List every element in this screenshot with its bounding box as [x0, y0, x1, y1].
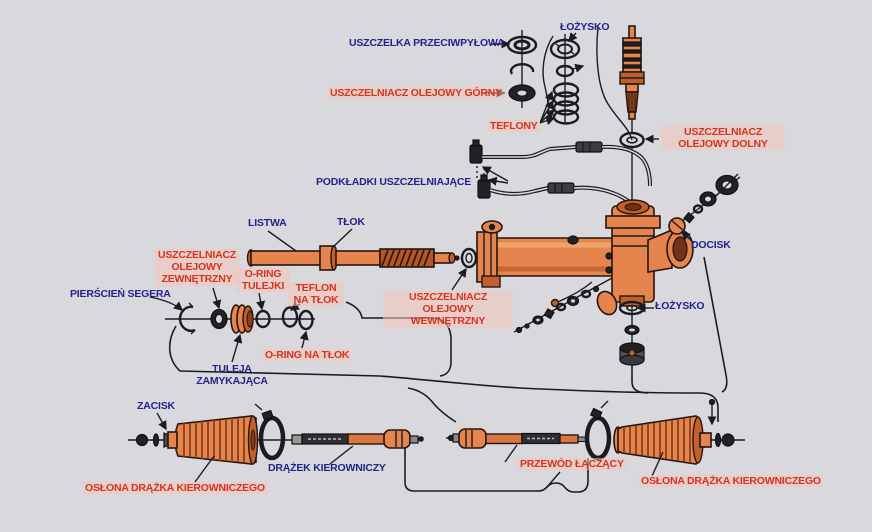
pinion-shaft [596, 25, 645, 205]
dust-seal-stack [506, 30, 538, 108]
label-uszczelniacz-olejowy-gorny: USZCZELNIACZ OLEJOWY GÓRNY [328, 87, 504, 100]
label-teflon-na-tlok: TEFLON NA TŁOK [288, 282, 344, 307]
lower-bearing-column [618, 300, 646, 366]
label-oslona-drazka-right: OSŁONA DRĄŻKA KIEROWNICZEGO [639, 475, 823, 488]
tie-rod-left-assembly [128, 403, 424, 465]
label-listwa: LISTWA [248, 217, 287, 229]
label-lozysko-right: ŁOŻYSKO [655, 300, 705, 312]
label-lozysko-top: ŁOŻYSKO [560, 21, 610, 33]
bushing-parts-row [165, 302, 315, 335]
label-oring-na-tlok: O-RING NA TŁOK [263, 349, 352, 362]
label-drazek-kierowniczy: DRĄŻEK KIEROWNICZY [268, 462, 386, 474]
label-oring-tulejki: O-RING TULEJKI [236, 268, 290, 293]
label-tlok: TŁOK [337, 216, 365, 228]
label-uszczelniacz-olejowy-wewnetrzny: USZCZELNIACZ OLEJOWY WEWNĘTRZNY [383, 291, 513, 328]
label-podkladki-uszczelniajace: PODKŁADKI USZCZELNIAJĄCE [316, 176, 472, 188]
label-pierscien-segera: PIERŚCIEŃ SEGERA [70, 288, 171, 300]
rack-bar [246, 245, 478, 271]
docisk-parts-diagonal [667, 173, 741, 235]
steering-gear-housing [476, 199, 694, 308]
label-teflony: TEFLONY [488, 120, 540, 133]
label-leaders [149, 32, 695, 488]
label-uszczelka-przeciwpylowa: USZCZELKA PRZECIWPYŁOWA [349, 37, 505, 49]
label-oslona-drazka-left: OSŁONA DRĄŻKA KIEROWNICZEGO [83, 482, 267, 495]
label-uszczelniacz-olejowy-dolny: USZCZELNIACZ OLEJOWY DOLNY [661, 126, 785, 151]
label-przewod-laczacy: PRZEWÓD ŁĄCZĄCY [518, 458, 626, 471]
valve-small-parts-diagonal [513, 277, 618, 334]
label-tuleja-zamykajaca: TULEJA ZAMYKAJĄCA [196, 363, 268, 388]
label-docisk: DOCISK [691, 239, 731, 251]
bearing-teflon-stack [542, 34, 585, 125]
label-zacisk: ZACISK [137, 400, 175, 412]
label-uszczelniacz-olejowy-zewnetrzny: USZCZELNIACZ OLEJOWY ZEWNĘTRZNY [155, 249, 239, 286]
tie-rod-right-assembly [446, 398, 745, 465]
